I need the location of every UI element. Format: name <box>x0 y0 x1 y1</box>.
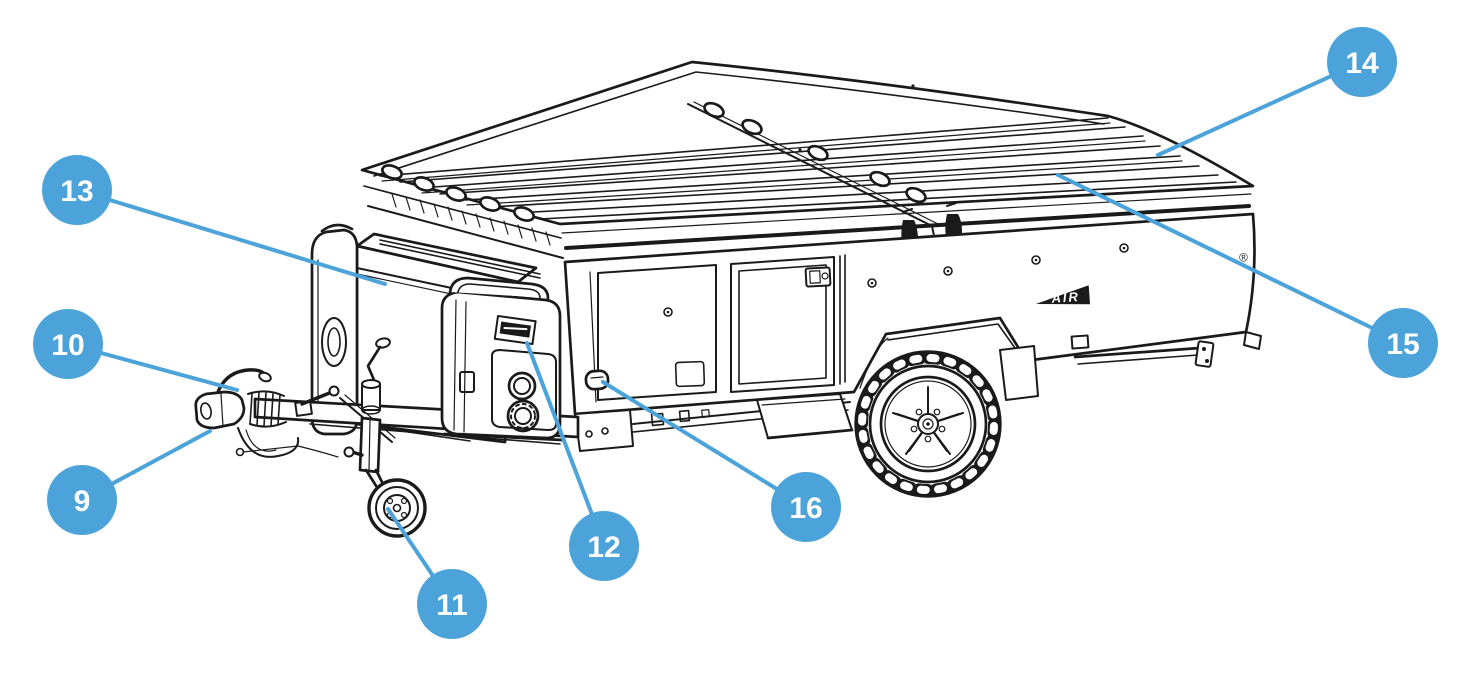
callout-circle[interactable] <box>47 465 117 535</box>
side-door[interactable] <box>730 256 835 393</box>
hitch-bellows <box>247 390 287 428</box>
corner-steady-crank[interactable] <box>361 337 391 415</box>
rear-mud-panel <box>999 345 1039 401</box>
hinge-tick-strip <box>391 193 551 246</box>
callout-number: 11 <box>436 589 468 622</box>
callout-number: 14 <box>1345 47 1379 80</box>
generator-unit <box>440 276 564 442</box>
leader-line <box>1056 173 1405 345</box>
air-flag <box>1035 285 1091 305</box>
roof-rib-caps-front <box>381 164 535 222</box>
callout-number: 16 <box>789 492 822 525</box>
door-latch[interactable] <box>804 266 832 288</box>
callout-circle[interactable] <box>42 155 112 225</box>
callout-14[interactable]: 14 <box>1156 27 1397 157</box>
generator-side-clip <box>459 371 475 393</box>
callout-circle[interactable] <box>569 511 639 581</box>
callout-number: 9 <box>74 485 91 518</box>
generator-case <box>440 290 562 440</box>
rear-suspension <box>1070 334 1215 368</box>
leader-line <box>1156 60 1364 157</box>
generator-handle <box>448 276 550 300</box>
callout-layer: 9 10 11 12 13 14 15 16 <box>33 27 1438 639</box>
callout-15[interactable]: 15 <box>1056 173 1438 378</box>
hitch-coupling-head <box>194 390 246 430</box>
fender <box>887 323 1023 359</box>
callout-circle[interactable] <box>771 472 841 542</box>
roof-rib-caps-seam <box>703 101 927 204</box>
generator-knob[interactable] <box>506 399 540 433</box>
leader-line <box>601 380 808 509</box>
callout-number: 15 <box>1386 328 1419 361</box>
callout-circle[interactable] <box>417 569 487 639</box>
chassis <box>574 331 1262 452</box>
generator-knob[interactable] <box>507 371 537 401</box>
callout-16[interactable]: 16 <box>601 380 841 542</box>
rear-corner-bracket <box>1243 331 1262 350</box>
side-latch-handle[interactable] <box>584 369 610 391</box>
leader-line <box>75 188 387 286</box>
logo-opus-text: OPUS <box>1091 258 1225 316</box>
trailer-line-art: AIR OPUS ® <box>194 60 1262 538</box>
callout-10[interactable]: 10 <box>33 309 239 392</box>
road-wheel <box>854 350 1002 498</box>
front-chassis-corner <box>574 409 634 452</box>
brand-logo: AIR OPUS ® <box>1035 250 1249 316</box>
trailer-body-wall: AIR OPUS ® <box>563 212 1256 416</box>
callout-circle[interactable] <box>1327 27 1397 97</box>
handbrake-lever[interactable] <box>294 385 340 417</box>
callout-number: 10 <box>51 329 84 362</box>
callout-number: 13 <box>60 175 93 208</box>
logo-registered-mark: ® <box>1239 250 1249 265</box>
callout-12[interactable]: 12 <box>525 341 639 581</box>
callout-number: 12 <box>587 531 620 564</box>
front-storage-door[interactable] <box>597 264 717 401</box>
generator-brand-label <box>493 315 537 346</box>
safety-chain <box>237 427 300 458</box>
entry-step[interactable] <box>756 393 854 440</box>
rivets <box>867 243 1129 288</box>
callout-circle[interactable] <box>1368 308 1438 378</box>
callout-circle[interactable] <box>33 309 103 379</box>
callout-11[interactable]: 11 <box>386 507 487 639</box>
leader-line <box>525 341 606 548</box>
breakaway-cable <box>242 445 339 458</box>
callout-13[interactable]: 13 <box>42 155 387 286</box>
logo-air-text: AIR <box>1050 289 1080 306</box>
roof-panels <box>360 60 1255 247</box>
callout-9[interactable]: 9 <box>47 429 212 535</box>
